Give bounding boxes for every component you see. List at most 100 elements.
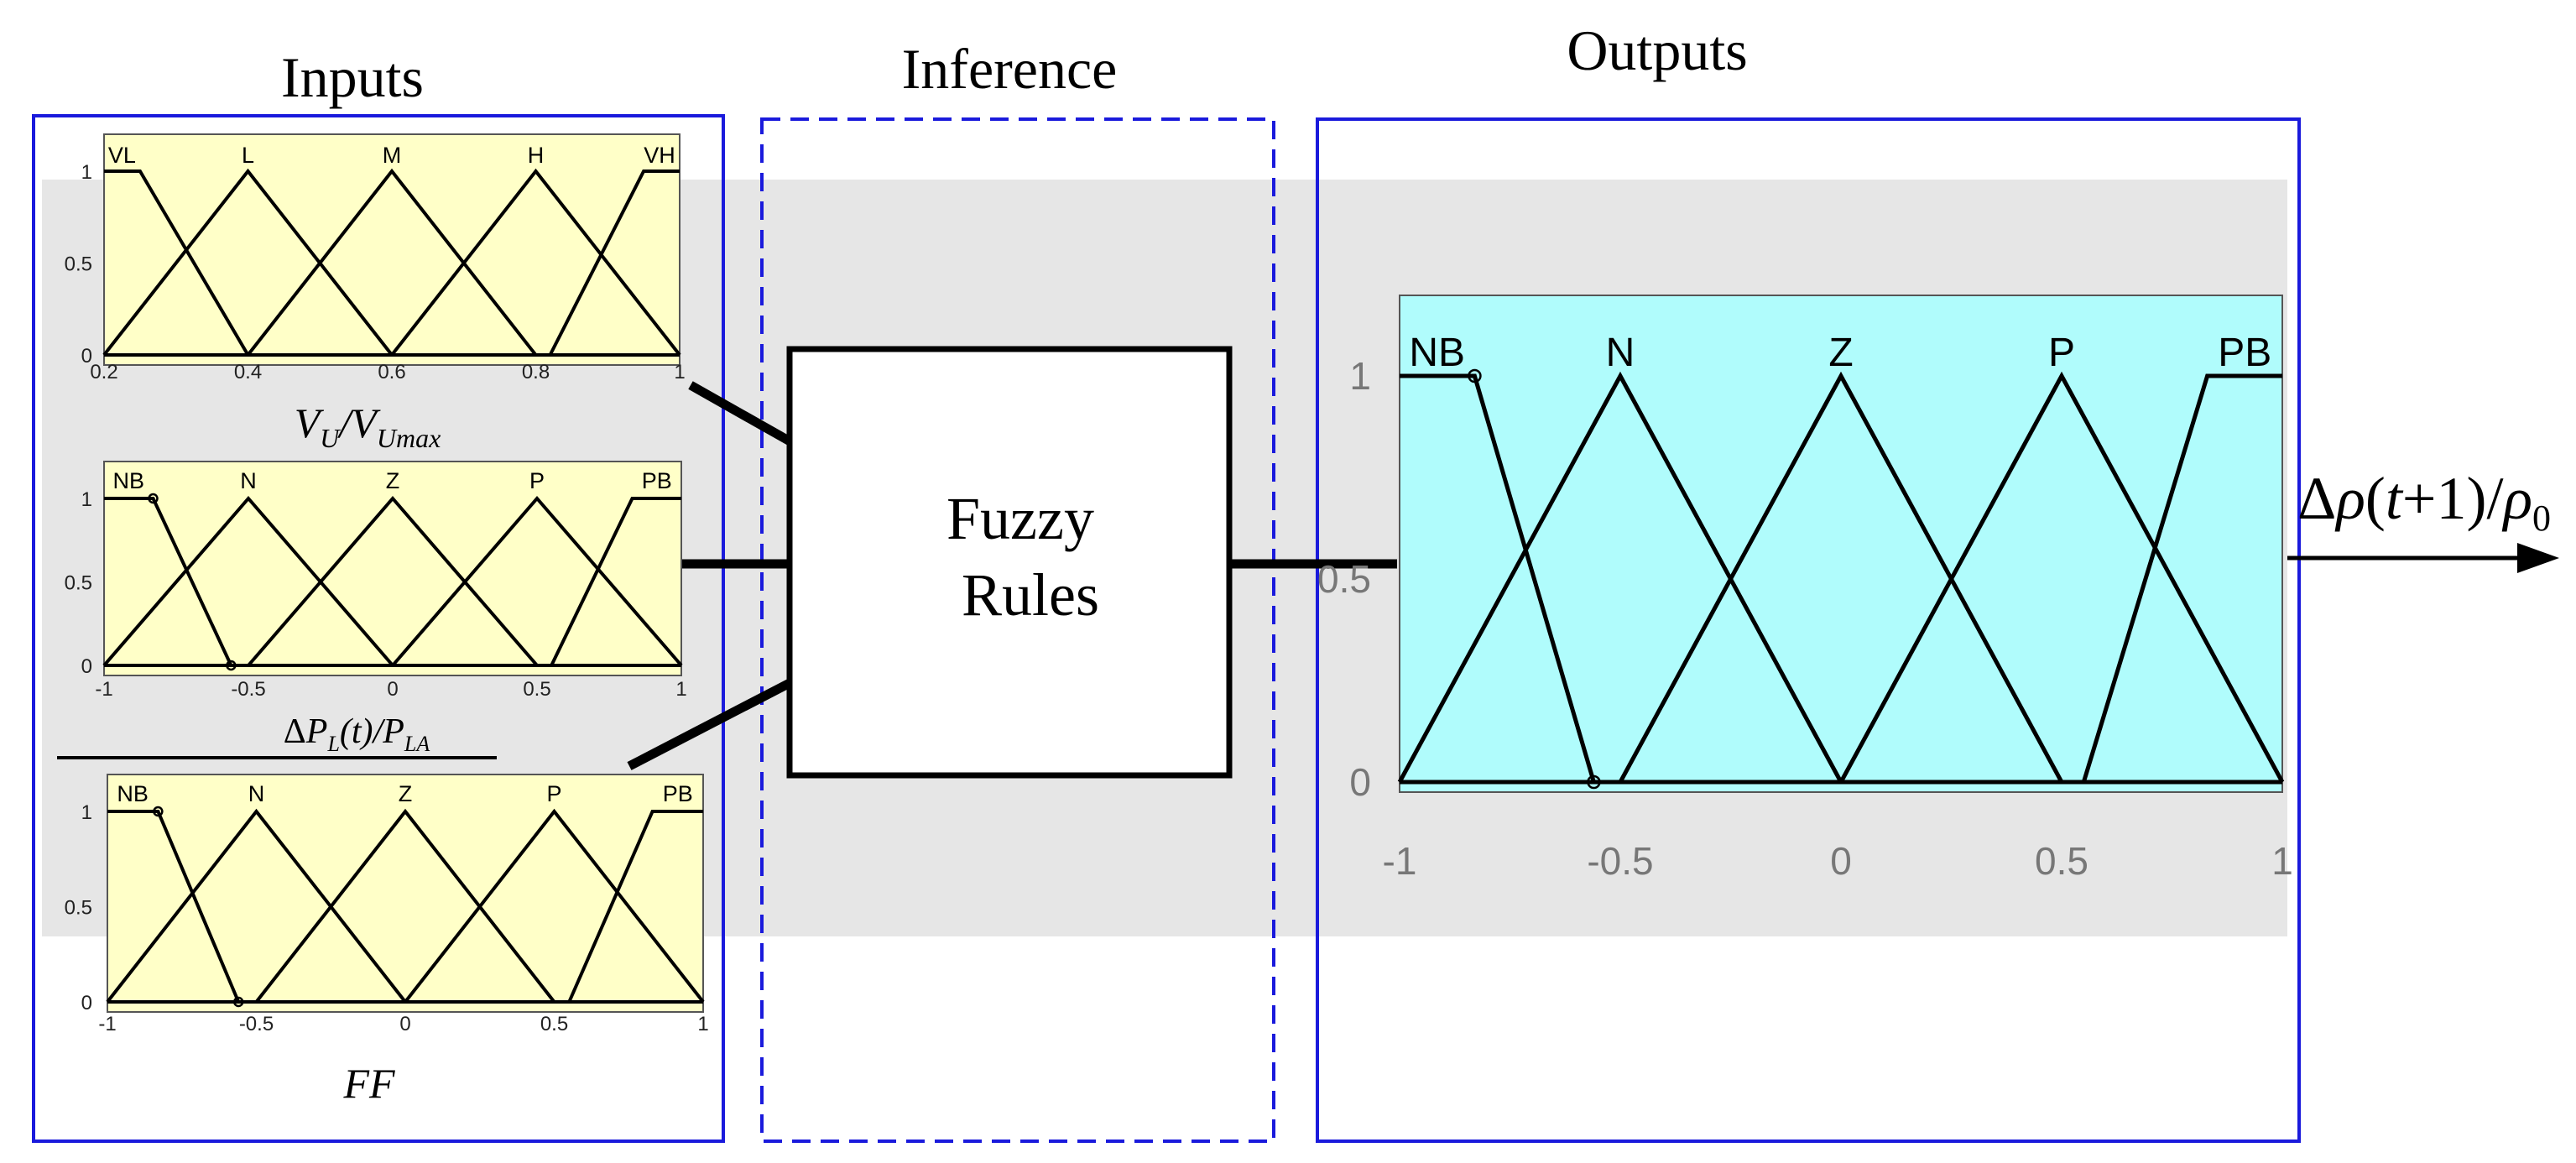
connector-input3 bbox=[627, 677, 795, 770]
x-tick-label: 0.6 bbox=[378, 361, 405, 383]
mf-label-pb: PB bbox=[2218, 331, 2271, 375]
mf-point-marker-top bbox=[1468, 368, 1482, 383]
x-tick-label: -0.5 bbox=[239, 1013, 274, 1035]
mf-label-z: Z bbox=[386, 468, 400, 493]
mf-curve-nb bbox=[107, 810, 241, 1003]
inputs-heading: Inputs bbox=[281, 45, 424, 109]
fuzzy-rules-line2: Rules bbox=[962, 561, 1099, 628]
y-tick-label: 0.5 bbox=[65, 897, 92, 920]
mf-curve-vl bbox=[104, 169, 250, 357]
mf-label-h: H bbox=[528, 143, 545, 168]
output-plot-drho: NB N Z P PB -1 -0.5 0 0.5 1 0 0.5 1 bbox=[1317, 295, 2293, 883]
x-tick-label: 1 bbox=[2271, 839, 2293, 883]
mf-label-p: P bbox=[546, 781, 561, 806]
mf-curve-p bbox=[391, 495, 683, 667]
mf-curve-nb bbox=[104, 497, 233, 666]
x-tick-label: 0.5 bbox=[523, 678, 550, 701]
inputs-frame bbox=[32, 114, 725, 1143]
x-tick-label: 0 bbox=[1830, 839, 1852, 883]
mf-point-marker-bottom bbox=[226, 660, 237, 671]
mf-label-nb: NB bbox=[117, 781, 149, 806]
output-arrow-head bbox=[2517, 543, 2559, 573]
input-label-ff: FF bbox=[342, 1060, 395, 1107]
inference-heading: Inference bbox=[902, 37, 1118, 101]
y-tick-label: 0.5 bbox=[1317, 557, 1371, 601]
mf-label-z: Z bbox=[399, 781, 413, 806]
y-tick-label: 0 bbox=[1349, 760, 1371, 804]
mf-curve-z bbox=[247, 495, 539, 667]
mf-curve-z bbox=[1618, 371, 2064, 784]
mf-curve-p bbox=[1838, 371, 2285, 784]
y-tick-label: 0 bbox=[81, 655, 92, 678]
mf-curve-h bbox=[390, 168, 681, 357]
mf-label-nb: NB bbox=[1409, 331, 1465, 375]
x-tick-label: -0.5 bbox=[1587, 839, 1653, 883]
x-tick-label: 0.2 bbox=[90, 361, 117, 383]
x-tick-label: 0.4 bbox=[234, 361, 262, 383]
mf-curve-n bbox=[102, 495, 394, 667]
mf-label-pb: PB bbox=[663, 781, 693, 806]
x-tick-label: 1 bbox=[675, 678, 686, 701]
y-tick-label: 0.5 bbox=[65, 253, 92, 276]
mf-label-m: M bbox=[383, 143, 402, 168]
mf-curve-nb bbox=[1400, 373, 1596, 783]
mf-label-n: N bbox=[248, 781, 265, 806]
x-tick-label: 1 bbox=[674, 361, 685, 383]
mf-label-p: P bbox=[2048, 331, 2075, 375]
y-tick-label: 0 bbox=[81, 345, 92, 368]
mf-label-nb: NB bbox=[112, 468, 144, 493]
mf-label-pb: PB bbox=[642, 468, 672, 493]
connector-input1 bbox=[688, 381, 795, 447]
outputs-heading: Outputs bbox=[1567, 18, 1747, 82]
outputs-frame bbox=[1316, 117, 2301, 1143]
x-tick-label: 0.5 bbox=[2035, 839, 2088, 883]
x-tick-label: -1 bbox=[95, 678, 112, 701]
fuzzy-rules-line1: Fuzzy bbox=[946, 485, 1094, 552]
y-tick-label: 1 bbox=[1349, 354, 1371, 398]
x-tick-label: 0.8 bbox=[522, 361, 550, 383]
mf-curve-z bbox=[254, 808, 556, 1004]
mf-label-z: Z bbox=[1828, 331, 1853, 375]
x-tick-label: 0 bbox=[399, 1013, 410, 1035]
y-tick-label: 1 bbox=[81, 801, 92, 824]
mf-label-n: N bbox=[1606, 331, 1635, 375]
y-tick-label: 0 bbox=[81, 992, 92, 1014]
mf-curve-l bbox=[102, 168, 394, 357]
input-plot-dpl: NB N Z P PB -1 -0.5 0 0.5 1 0 0.5 1 bbox=[65, 461, 687, 701]
x-tick-label: -1 bbox=[98, 1013, 116, 1035]
inference-frame bbox=[760, 117, 1275, 1143]
mf-label-l: L bbox=[242, 143, 254, 168]
input-label-dpl: ΔPL(t)/PLA bbox=[284, 712, 430, 756]
x-tick-label: 1 bbox=[697, 1013, 708, 1035]
mf-curve-n bbox=[106, 808, 407, 1004]
fuzzy-rules-box bbox=[786, 346, 1233, 779]
mf-point-marker-top bbox=[148, 493, 159, 504]
mf-curve-n bbox=[1397, 371, 1843, 784]
mf-label-vl: VL bbox=[108, 143, 136, 168]
mf-point-marker-top bbox=[153, 806, 164, 817]
input-plot-ff: NB N Z P PB -1 -0.5 0 0.5 1 0 0.5 1 bbox=[65, 774, 709, 1035]
x-tick-label: -0.5 bbox=[231, 678, 265, 701]
mf-curve-vh bbox=[548, 169, 680, 356]
x-tick-label: 0.5 bbox=[540, 1013, 568, 1035]
mf-label-vh: VH bbox=[644, 143, 675, 168]
mf-label-p: P bbox=[529, 468, 545, 493]
y-tick-label: 0.5 bbox=[65, 572, 92, 595]
x-tick-label: -1 bbox=[1383, 839, 1417, 883]
input-label-vu: VU/VUmax bbox=[295, 399, 441, 453]
x-tick-label: 0 bbox=[387, 678, 398, 701]
mf-curve-p bbox=[404, 808, 705, 1004]
mf-curve-pb bbox=[567, 810, 703, 1003]
mf-curve-m bbox=[246, 168, 538, 357]
plot-background bbox=[103, 461, 682, 676]
mf-label-n: N bbox=[240, 468, 257, 493]
mf-curve-pb bbox=[2081, 373, 2282, 783]
y-tick-label: 1 bbox=[81, 488, 92, 511]
mf-point-marker-bottom bbox=[232, 996, 244, 1008]
mf-curve-pb bbox=[550, 497, 681, 666]
mf-point-marker-bottom bbox=[1587, 774, 1601, 790]
output-variable-label: Δρ(t+1)/ρ0 bbox=[2297, 465, 2551, 539]
